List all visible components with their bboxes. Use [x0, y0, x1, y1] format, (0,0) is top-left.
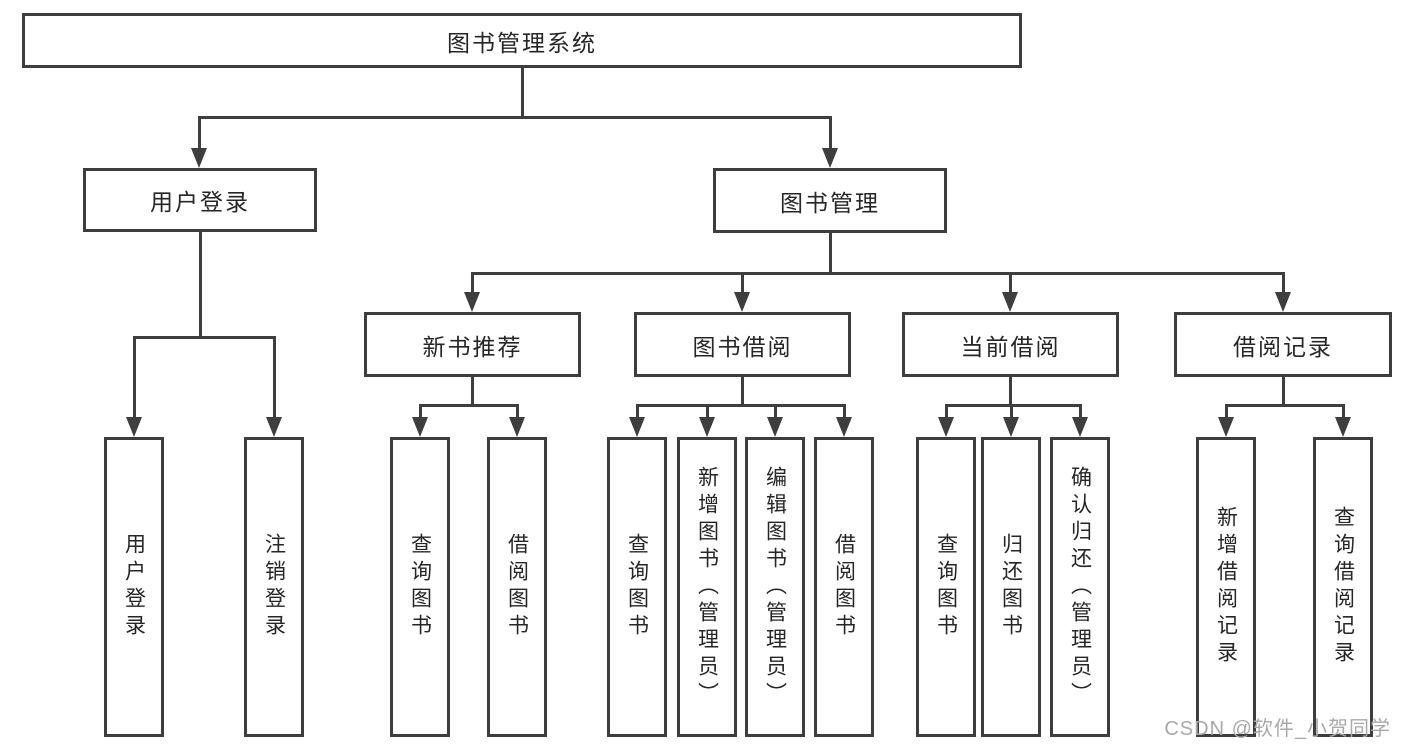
node-book-borrow: 图书借阅 [634, 312, 851, 377]
arrow-down-icon [412, 417, 428, 437]
connector-line [740, 273, 744, 295]
node-leaf-query-book-2: 查询图书 [607, 437, 667, 737]
leaf-label: 借阅图书 [505, 533, 529, 641]
leaf-label: 查询图书 [934, 533, 958, 641]
arrow-down-icon [464, 292, 480, 312]
arrow-down-icon [699, 417, 715, 437]
arrow-down-icon [822, 148, 838, 168]
node-leaf-add-borrow-record: 新增借阅记录 [1196, 437, 1256, 737]
node-leaf-query-borrow-record: 查询借阅记录 [1313, 437, 1373, 737]
connector-line [1341, 405, 1345, 420]
leaf-label: 编辑图书（管理员） [763, 465, 787, 709]
arrow-down-icon [767, 417, 783, 437]
arrow-down-icon [734, 292, 750, 312]
leaf-label: 查询图书 [625, 533, 649, 641]
node-root-system: 图书管理系统 [22, 13, 1022, 68]
node-current-borrow: 当前借阅 [902, 312, 1119, 377]
arrow-down-icon [509, 417, 525, 437]
leaf-label: 确认归还（管理员） [1068, 465, 1092, 709]
connector-line [1281, 377, 1285, 405]
connector-line [842, 405, 846, 420]
node-leaf-confirm-return-admin: 确认归还（管理员） [1050, 437, 1110, 737]
connector-line [515, 405, 519, 420]
watermark: CSDN @软件_小贺同学 [1164, 718, 1391, 740]
connector-line [418, 405, 422, 420]
arrow-down-icon [1275, 292, 1291, 312]
leaf-label: 注销登录 [262, 533, 286, 641]
connector-line [197, 117, 201, 151]
leaf-label: 用户登录 [122, 533, 146, 641]
arrow-down-icon [629, 417, 645, 437]
arrow-down-icon [836, 417, 852, 437]
connector-line [1009, 405, 1013, 420]
leaf-label: 归还图书 [999, 533, 1023, 641]
leaf-label: 新增图书（管理员） [695, 465, 719, 709]
connector-line [1224, 403, 1345, 407]
leaf-label: 新增借阅记录 [1214, 506, 1238, 668]
arrow-down-icon [191, 148, 207, 168]
connector-line [470, 271, 1285, 275]
node-leaf-borrow-book-1: 借阅图书 [487, 437, 547, 737]
connector-line [828, 233, 832, 273]
connector-line [828, 117, 832, 151]
node-new-book-recommend: 新书推荐 [364, 312, 581, 377]
connector-line [1224, 405, 1228, 420]
connector-line [1281, 273, 1285, 295]
node-borrow-records: 借阅记录 [1174, 312, 1392, 377]
leaf-label: 查询借阅记录 [1331, 506, 1355, 668]
arrow-down-icon [938, 417, 954, 437]
node-leaf-return-book: 归还图书 [981, 437, 1041, 737]
node-leaf-add-book-admin: 新增图书（管理员） [677, 437, 737, 737]
arrow-down-icon [126, 417, 142, 437]
connector-line [1008, 377, 1012, 405]
connector-line [132, 335, 276, 339]
node-leaf-query-book-3: 查询图书 [916, 437, 976, 737]
connector-line [740, 377, 744, 405]
connector-line [705, 405, 709, 420]
arrow-down-icon [1335, 417, 1351, 437]
node-leaf-logout: 注销登录 [244, 437, 304, 737]
arrow-down-icon [1002, 292, 1018, 312]
arrow-down-icon [1003, 417, 1019, 437]
connector-line [1078, 405, 1082, 420]
connector-line [470, 273, 474, 295]
node-leaf-borrow-book-2: 借阅图书 [814, 437, 874, 737]
arrow-down-icon [266, 417, 282, 437]
arrow-down-icon [1072, 417, 1088, 437]
connector-line [520, 68, 524, 117]
connector-line [272, 337, 276, 420]
connector-line [635, 405, 639, 420]
connector-line [132, 337, 136, 420]
node-book-management-module: 图书管理 [713, 168, 947, 233]
arrow-down-icon [1218, 417, 1234, 437]
leaf-label: 借阅图书 [832, 533, 856, 641]
node-leaf-query-book-1: 查询图书 [390, 437, 450, 737]
leaf-label: 查询图书 [408, 533, 432, 641]
connector-line [944, 403, 1082, 407]
node-user-login-module: 用户登录 [83, 168, 317, 232]
connector-line [635, 403, 846, 407]
connector-line [197, 115, 832, 119]
connector-line [773, 405, 777, 420]
connector-line [1008, 273, 1012, 295]
connector-line [418, 403, 519, 407]
node-leaf-user-login: 用户登录 [104, 437, 164, 737]
connector-line [198, 232, 202, 337]
connector-line [944, 405, 948, 420]
node-leaf-edit-book-admin: 编辑图书（管理员） [745, 437, 805, 737]
connector-line [470, 377, 474, 405]
